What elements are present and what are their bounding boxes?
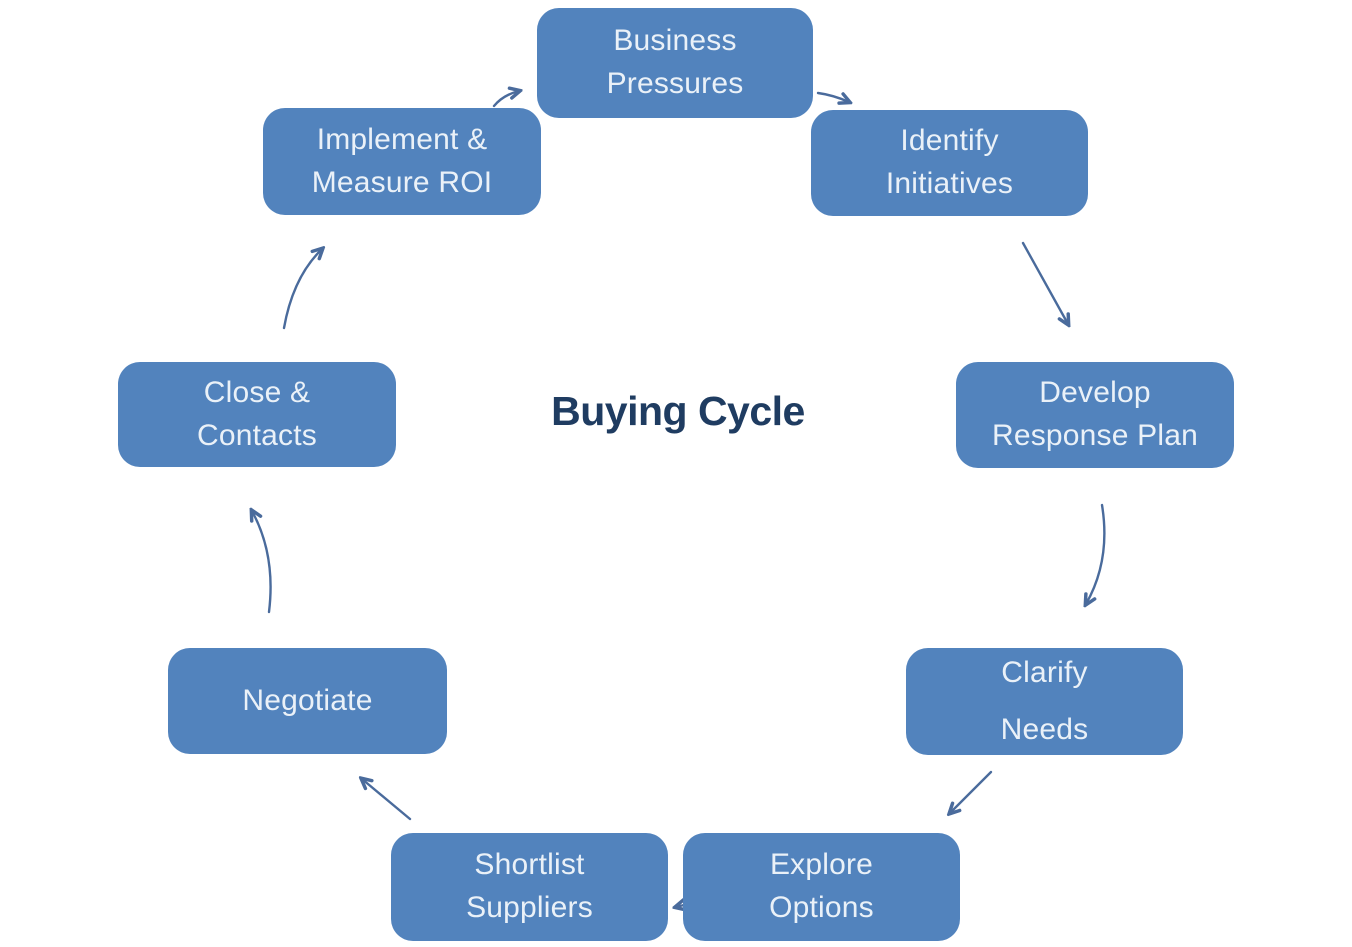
node-explore-options: Explore Options	[683, 833, 960, 941]
node-label-line: Shortlist	[474, 848, 585, 882]
node-business-pressures: Business Pressures	[537, 8, 813, 118]
node-label-line: Response Plan	[991, 419, 1199, 452]
arrow-shortlist-to-negotiate	[362, 779, 412, 821]
node-label-line: Develop	[1039, 376, 1151, 410]
arrow-identify-to-develop	[1021, 241, 1068, 324]
arrow-close-to-implement	[282, 249, 322, 330]
node-label-line: Suppliers	[466, 891, 593, 924]
node-label-line: Measure ROI	[311, 165, 493, 199]
node-label-line: Initiatives	[885, 167, 1014, 200]
arrow-develop-to-clarify	[1086, 503, 1106, 604]
node-clarify-needs: Clarify Needs	[906, 648, 1183, 755]
node-negotiate: Negotiate	[168, 648, 447, 754]
node-shortlist-suppliers: Shortlist Suppliers	[391, 833, 668, 941]
node-label-line: Contacts	[197, 418, 317, 452]
node-label-line: Clarify	[1001, 655, 1088, 689]
node-label-line: Negotiate	[242, 683, 373, 717]
node-implement-measure-roi: Implement & Measure ROI	[263, 108, 541, 215]
node-develop-response-plan: Develop Response Plan	[956, 362, 1234, 468]
arrow-clarify-to-explore	[950, 770, 993, 813]
arrow-business-to-identify	[816, 91, 849, 102]
node-label-line: Close &	[203, 375, 311, 409]
arrow-implement-to-business	[492, 91, 519, 108]
node-label-line: Pressures	[606, 67, 744, 100]
node-label-line: Implement &	[316, 122, 488, 156]
node-label-line: Business	[613, 24, 737, 58]
arrow-negotiate-to-close	[252, 511, 272, 614]
node-label-line: Explore	[769, 848, 874, 882]
node-label-line: Options	[769, 891, 874, 924]
node-close-contacts: Close & Contacts	[118, 362, 396, 467]
node-identify-initiatives: Identify Initiatives	[811, 110, 1088, 216]
diagram-title: Buying Cycle	[551, 388, 805, 434]
node-label-line: Identify	[900, 124, 999, 158]
node-label-line: Needs	[1000, 712, 1089, 746]
